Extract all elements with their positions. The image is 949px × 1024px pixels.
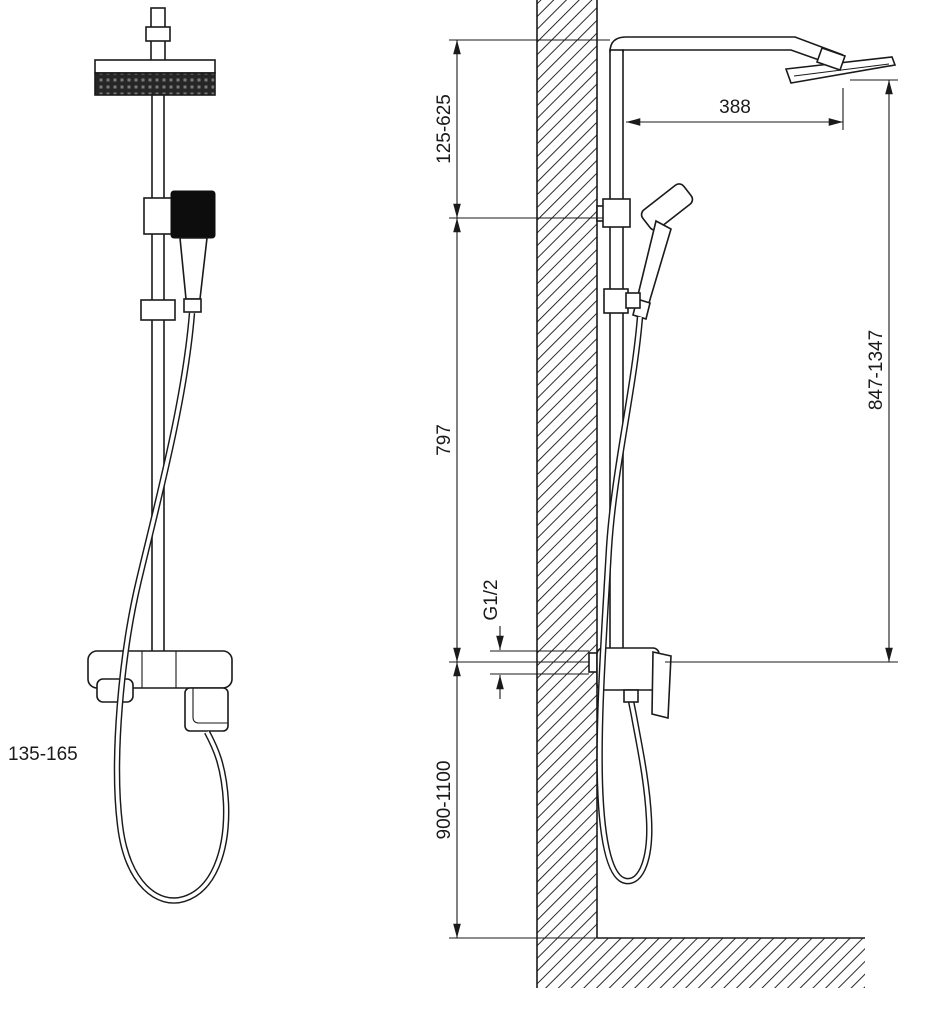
rain-shower-head-face xyxy=(94,72,216,96)
shower-hose-front xyxy=(113,312,230,904)
wall-hatch xyxy=(537,0,597,988)
dim-arm-reach-label: 388 xyxy=(719,97,751,118)
shower-hose-side xyxy=(596,316,653,885)
dim-supply-height-label: 900-1100 xyxy=(434,761,455,840)
wall-bracket-collar xyxy=(602,198,631,228)
mixer-body-side xyxy=(596,647,660,691)
dim-column-height: 847-1347 xyxy=(665,79,898,663)
mixer-spout-front xyxy=(96,678,134,703)
shower-arm-inner xyxy=(622,49,837,67)
dim-arm-reach: 388 xyxy=(626,88,844,130)
head-connector-nut-side xyxy=(815,46,847,72)
dim-head-extension-label: 125-625 xyxy=(434,94,455,164)
hand-shower-head-front xyxy=(170,190,216,239)
hand-shower-head-side xyxy=(640,183,694,231)
riser-pipe-front xyxy=(151,94,165,654)
mixer-lever-side xyxy=(651,651,672,720)
dim-left-chain: 125-625 797 900-1100 xyxy=(434,39,610,939)
mixer-hose-stub xyxy=(623,689,639,703)
dim-column-height-label: 847-1347 xyxy=(866,330,887,410)
dim-thread: G1/2 xyxy=(481,579,589,699)
head-side-detail-line xyxy=(793,63,890,77)
hand-shower-handle-front xyxy=(179,237,208,300)
dimensions: 388 125-625 797 900-1100 G1/2 xyxy=(434,39,898,939)
hand-shower-handle-side xyxy=(636,219,672,305)
slider-clamp-front xyxy=(140,299,176,321)
hose-front-inner xyxy=(115,312,228,903)
mixer-lever-detail xyxy=(192,688,228,724)
front-view: 135-165 xyxy=(8,7,233,904)
mixer-lever-front xyxy=(184,687,229,732)
hand-shower-bracket-front xyxy=(143,197,173,235)
side-view xyxy=(536,0,897,988)
shower-arm-outer xyxy=(609,36,844,56)
floor-hatch xyxy=(597,938,865,988)
dim-mixer-width-label: 135-165 xyxy=(8,744,78,765)
dim-riser-length-label: 797 xyxy=(434,424,455,456)
top-connector-nut xyxy=(145,26,171,42)
hand-shower-hose-nut-front xyxy=(183,298,202,313)
supply-stub-g12 xyxy=(588,652,598,673)
riser-pipe-side xyxy=(609,49,624,653)
rain-shower-head-rim xyxy=(94,59,216,74)
slider-clamp-side xyxy=(603,288,629,314)
holder-arm-side xyxy=(625,292,641,309)
hose-side-inner xyxy=(597,316,652,883)
dim-thread-label: G1/2 xyxy=(481,579,502,620)
